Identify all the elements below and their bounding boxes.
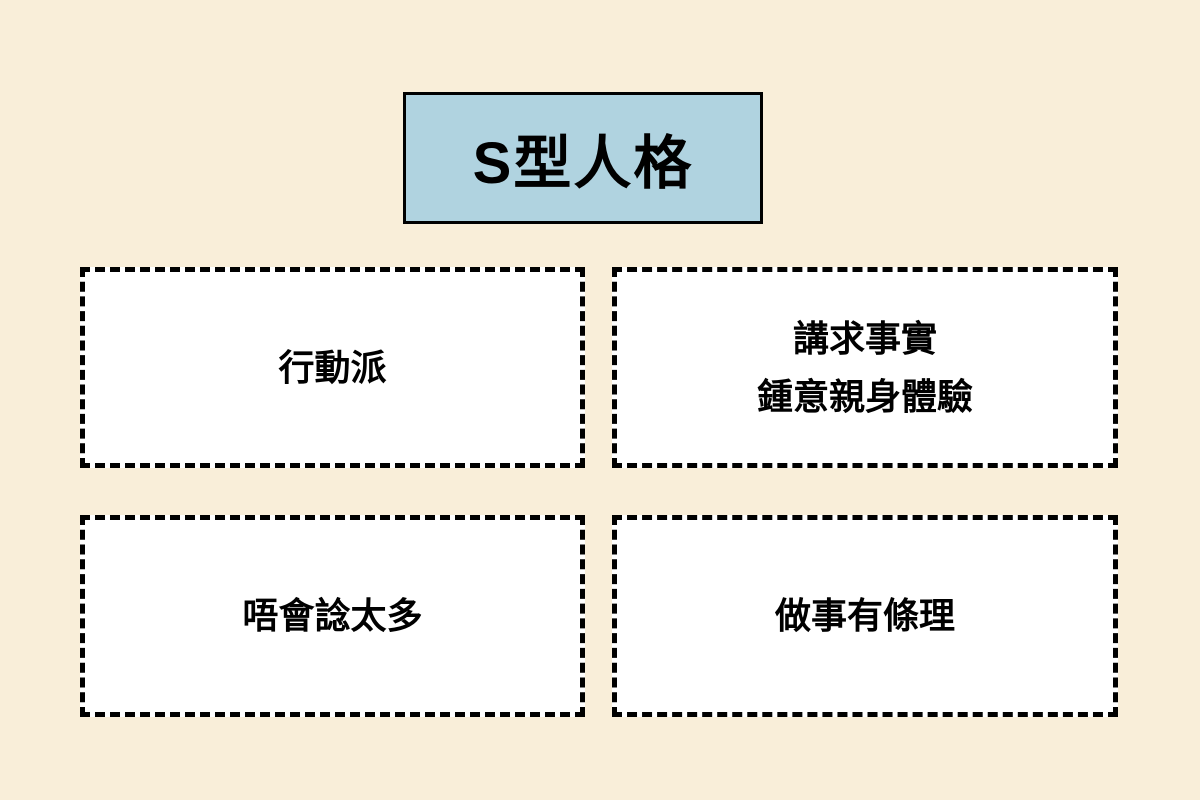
trait-label-line-1: 講求事實: [792, 317, 937, 359]
trait-box-fact-seeking: 講求事實 鍾意親身體驗: [612, 267, 1118, 468]
trait-label-line-2: 鍾意親身體驗: [756, 375, 973, 417]
trait-box-organized: 做事有條理: [612, 515, 1118, 717]
title-box: S型人格: [403, 92, 763, 224]
trait-box-action-oriented: 行動派: [80, 267, 585, 468]
diagram-title: S型人格: [472, 131, 694, 196]
trait-box-no-overthinking: 唔會諗太多: [80, 515, 585, 717]
trait-label: 行動派: [278, 346, 387, 388]
trait-label: 唔會諗太多: [242, 595, 423, 637]
trait-label: 做事有條理: [774, 595, 955, 637]
